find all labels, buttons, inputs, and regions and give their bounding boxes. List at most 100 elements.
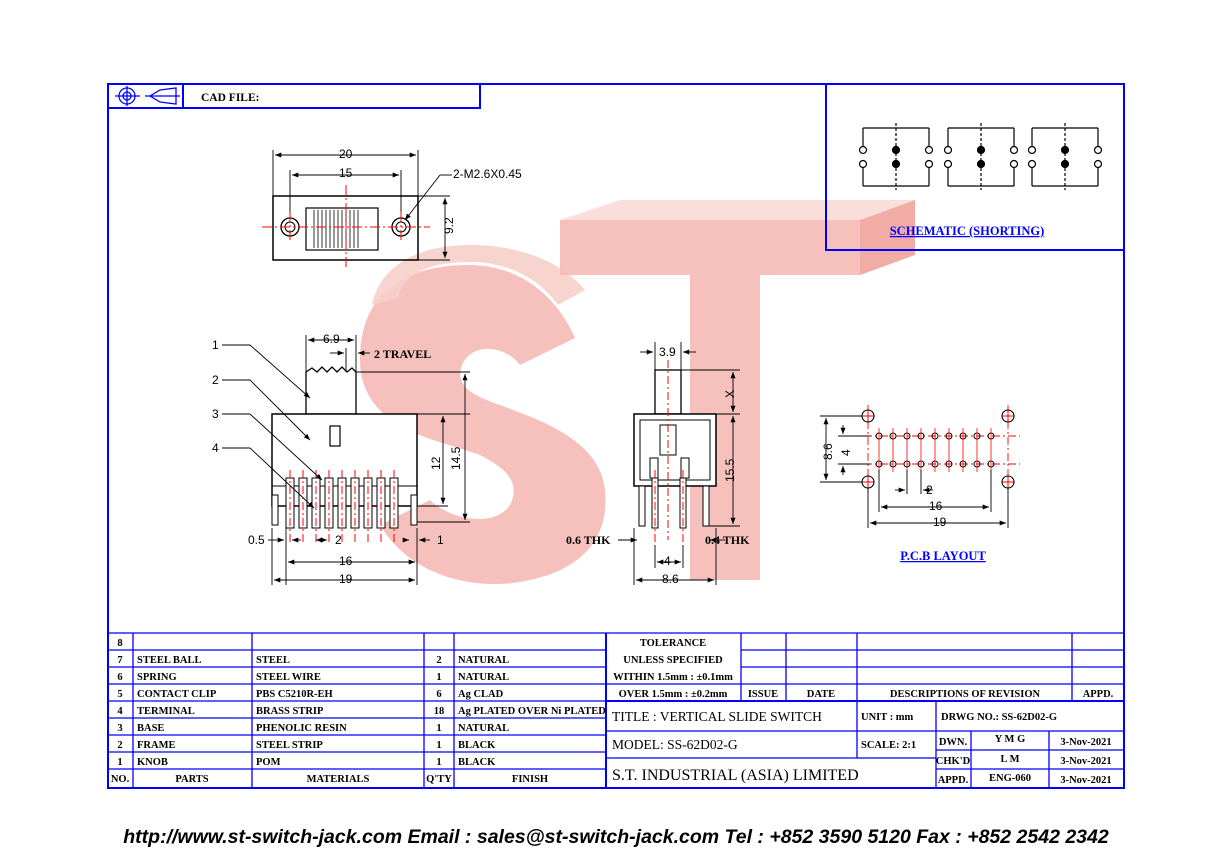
bom-cell-material: STEEL <box>256 655 290 666</box>
dim-14-5: 14.5 <box>449 446 463 470</box>
bom-cell-material: PBS C5210R-EH <box>256 689 333 700</box>
scale-field: SCALE: 2:1 <box>861 740 916 751</box>
bom-header-qty: Q'TY <box>426 774 452 785</box>
title-block: TOLERANCE UNLESS SPECIFIED WITHIN 1.5mm … <box>606 633 1124 788</box>
bom-cell-qty: 1 <box>436 757 441 768</box>
cad-file-label: CAD FILE: <box>201 92 259 104</box>
bom-cell-finish: Ag PLATED OVER Ni PLATED <box>458 706 606 717</box>
bom-cell-no: 7 <box>117 655 122 666</box>
schematic-pole-1 <box>858 123 934 190</box>
bom-header-material: MATERIALS <box>307 774 370 785</box>
thk-right: 0.4 THK <box>705 533 750 547</box>
callout-2: 2 <box>212 373 219 387</box>
tolerance-title: TOLERANCE <box>640 638 706 649</box>
dim-15: 15 <box>339 166 353 180</box>
bom-cell-finish: Ag CLAD <box>458 689 504 700</box>
tolerance-within: WITHIN 1.5mm : ±0.1mm <box>613 672 733 683</box>
sheet-frame <box>107 83 1125 789</box>
dim-12: 12 <box>429 456 443 470</box>
dim-19: 19 <box>339 572 353 586</box>
bom-cell-part: TERMINAL <box>137 706 195 717</box>
hole-callout: 2-M2.6X0.45 <box>453 167 522 181</box>
dim-9-2: 9.2 <box>442 217 456 234</box>
issue-header: ISSUE <box>748 689 778 700</box>
bom-cell-part: CONTACT CLIP <box>137 689 217 700</box>
callout-3: 3 <box>212 407 219 421</box>
schematic-label: SCHEMATIC (SHORTING) <box>890 224 1045 238</box>
chkd-name: L M <box>1001 754 1020 765</box>
contact-footer: http://www.st-switch-jack.com Email : sa… <box>123 826 1109 848</box>
bom-cell-qty: 18 <box>434 706 445 717</box>
appd-date: 3-Nov-2021 <box>1060 775 1111 786</box>
dim-4: 4 <box>664 554 671 568</box>
bom-cell-no: 2 <box>117 740 122 751</box>
bom-header-part: PARTS <box>175 774 208 785</box>
bom-cell-material: PHENOLIC RESIN <box>256 723 347 734</box>
bom-cell-no: 3 <box>117 723 122 734</box>
appd-name: ENG-060 <box>989 773 1031 784</box>
dwn-name: Y M G <box>995 734 1026 745</box>
bom-header-finish: FINISH <box>512 774 548 785</box>
bom-cell-material: STEEL STRIP <box>256 740 323 751</box>
projection-symbol <box>115 86 180 106</box>
appd-label: APPD. <box>938 775 969 786</box>
dim-2: 2 <box>335 533 342 547</box>
travel-label: 2 TRAVEL <box>374 347 431 361</box>
bom-cell-qty: 1 <box>436 672 441 683</box>
dim-20: 20 <box>339 147 353 161</box>
callout-1: 1 <box>212 338 219 352</box>
bom-cell-qty: 6 <box>436 689 441 700</box>
bom-cell-no: 4 <box>117 706 123 717</box>
bom-cell-no: 5 <box>117 689 122 700</box>
pcb-label: P.C.B LAYOUT <box>900 549 986 563</box>
st-watermark <box>360 200 915 585</box>
bom-cell-finish: NATURAL <box>458 672 509 683</box>
date-header: DATE <box>807 689 835 700</box>
bom-cell-qty: 2 <box>436 655 441 666</box>
bom-cell-part: SPRING <box>137 672 177 683</box>
bom-cell-no: 6 <box>117 672 122 683</box>
bom-cell-qty: 1 <box>436 723 441 734</box>
pcb-dim-4: 4 <box>839 449 853 456</box>
side-view: 6.9 2 TRAVEL 12 14.5 0.5 2 1 16 19 1 2 3… <box>212 332 470 586</box>
bom-cell-material: BRASS STRIP <box>256 706 324 717</box>
pcb-dim-19: 19 <box>933 515 947 529</box>
descriptions-header: DESCRIPTIONS OF REVISION <box>890 689 1041 700</box>
chkd-date: 3-Nov-2021 <box>1060 756 1111 767</box>
bom-cell-part: BASE <box>137 723 164 734</box>
unit-field: UNIT : mm <box>861 712 914 723</box>
dim-15-5: 15.5 <box>723 458 737 482</box>
bom-cell-finish: BLACK <box>458 740 496 751</box>
schematic <box>858 123 1103 190</box>
schematic-pole-3 <box>1027 123 1103 190</box>
bom-cell-part: KNOB <box>137 757 168 768</box>
pcb-dim-8-6: 8.6 <box>821 443 835 460</box>
dim-16: 16 <box>339 554 353 568</box>
schematic-pole-2 <box>943 123 1019 190</box>
bom-cell-finish: NATURAL <box>458 723 509 734</box>
bom-header-no: NO. <box>111 774 130 785</box>
dim-1: 1 <box>437 533 444 547</box>
bom-cell-material: STEEL WIRE <box>256 672 321 683</box>
dim-3-9: 3.9 <box>659 345 676 359</box>
pcb-layout: 8.6 4 2 16 19 P.C.B LAYOUT <box>820 405 1020 563</box>
dim-6-9: 6.9 <box>323 332 340 346</box>
end-view: 3.9 X 15.5 0.6 THK 0.4 THK 4 8.6 <box>566 342 750 586</box>
dim-8-6: 8.6 <box>662 572 679 586</box>
top-view: 20 15 9.2 2-M2.6X0.45 <box>262 147 522 270</box>
tolerance-over: OVER 1.5mm : ±0.2mm <box>619 689 728 700</box>
bom-cell-finish: BLACK <box>458 757 496 768</box>
chkd-label: CHK'D <box>936 756 971 767</box>
tolerance-unless: UNLESS SPECIFIED <box>623 655 723 666</box>
bom-cell-part: STEEL BALL <box>137 655 202 666</box>
bom-cell-no: 1 <box>117 757 122 768</box>
drawing-title: TITLE : VERTICAL SLIDE SWITCH <box>612 709 822 724</box>
bom-cell-qty: 1 <box>436 740 441 751</box>
dim-x: X <box>723 390 737 398</box>
bom-cell-material: POM <box>256 757 281 768</box>
bom-cell-finish: NATURAL <box>458 655 509 666</box>
pcb-dim-16: 16 <box>929 499 943 513</box>
pcb-dim-2: 2 <box>926 483 933 497</box>
